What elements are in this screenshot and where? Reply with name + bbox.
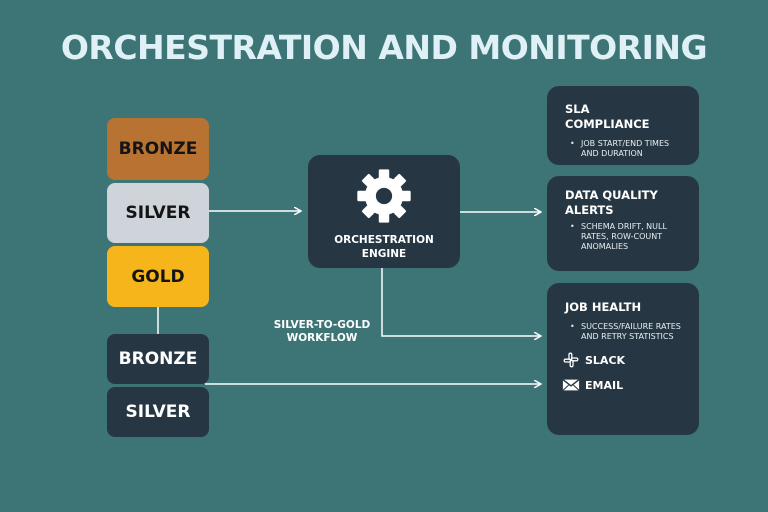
bullet-item: JOB START/END TIMES AND DURATION (565, 139, 689, 159)
email-icon (562, 379, 580, 391)
channel-email: EMAIL (562, 377, 689, 393)
page-title: ORCHESTRATION AND MONITORING (60, 28, 708, 67)
job-health-card: JOB HEALTH SUCCESS/FAILURE RATES AND RET… (547, 283, 699, 435)
tier-gold-top: GOLD (107, 246, 209, 307)
bullet-item: SCHEMA DRIFT, NULL RATES, ROW-COUNT ANOM… (565, 222, 689, 252)
tier-bronze-bottom: BRONZE (107, 334, 209, 384)
arrow-engine-to-job-health (381, 268, 540, 336)
channel-label: SLACK (585, 353, 626, 367)
tier-bronze-top: BRONZE (107, 118, 209, 180)
bullet-item: SUCCESS/FAILURE RATES AND RETRY STATISTI… (565, 322, 689, 342)
gear-icon (357, 169, 411, 223)
workflow-label: SILVER-TO-GOLD WORKFLOW (273, 319, 371, 344)
tier-silver-bottom: SILVER (107, 387, 209, 437)
card-title: SLA COMPLIANCE (565, 102, 650, 131)
orchestration-engine-box: ORCHESTRATION ENGINE (308, 155, 460, 268)
tier-silver-top: SILVER (107, 183, 209, 243)
card-title: JOB HEALTH (565, 300, 642, 314)
sla-compliance-card: SLA COMPLIANCE JOB START/END TIMES AND D… (547, 86, 699, 165)
slack-icon (563, 352, 579, 368)
data-quality-alerts-card: DATA QUALITY ALERTS SCHEMA DRIFT, NULL R… (547, 176, 699, 271)
channel-label: EMAIL (585, 378, 624, 392)
card-title: DATA QUALITY ALERTS (565, 188, 658, 217)
channel-slack: SLACK (562, 352, 689, 368)
engine-label: ORCHESTRATION ENGINE (334, 234, 434, 260)
